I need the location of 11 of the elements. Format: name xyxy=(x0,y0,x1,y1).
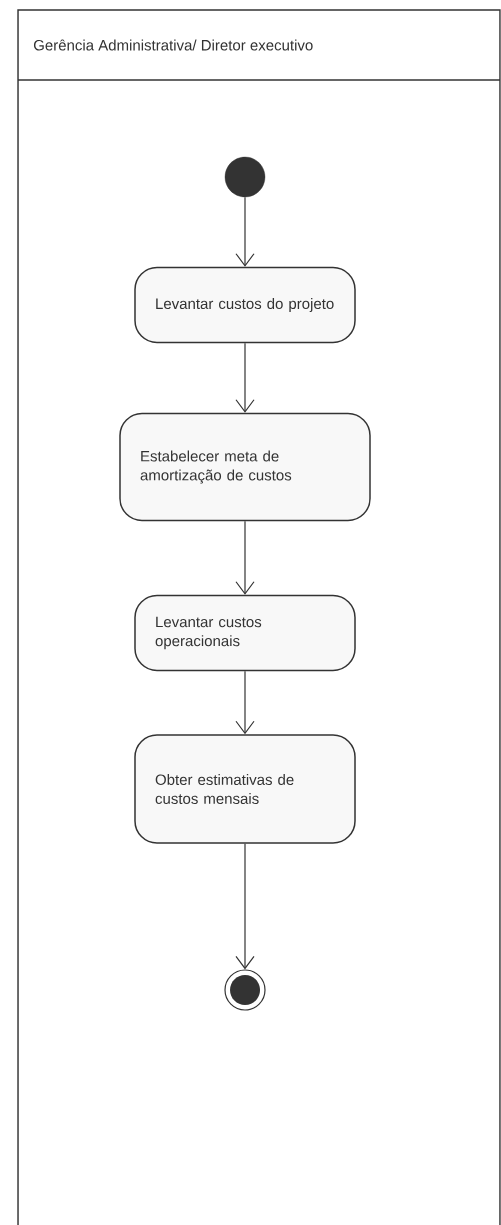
activity-box: Estabelecer meta de amortização de custos xyxy=(119,412,371,522)
arrow xyxy=(235,670,255,735)
arrow xyxy=(235,342,255,413)
arrow xyxy=(235,843,255,970)
end-node xyxy=(224,969,266,1011)
activity-box: Levantar custos do projeto xyxy=(134,266,356,344)
arrow xyxy=(235,520,255,595)
arrow xyxy=(235,196,255,267)
activity-box: Obter estimativas de custos mensais xyxy=(134,734,356,844)
start-node xyxy=(224,156,266,198)
activity-box: Levantar custos operacionais xyxy=(134,594,356,672)
